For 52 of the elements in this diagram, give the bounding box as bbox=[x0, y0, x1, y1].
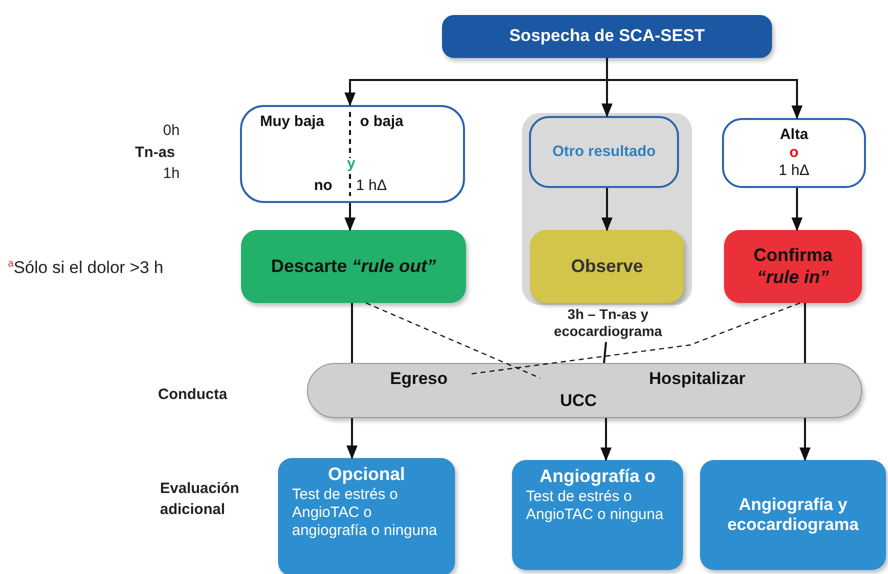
node-label: Hospitalizar bbox=[649, 369, 746, 389]
node-label: 3h – Tn-as y ecocardiograma bbox=[552, 306, 664, 340]
node-body-text: Test de estrés o AngioTAC o angiografía o ninguna bbox=[291, 486, 438, 540]
decision-box bbox=[529, 116, 679, 188]
connector-line bbox=[366, 302, 540, 379]
node-body-text: o bbox=[789, 144, 799, 162]
node-label: Muy baja bbox=[260, 113, 324, 130]
arrow bbox=[344, 203, 356, 232]
node-body-text: 1 hΔ bbox=[778, 162, 810, 180]
process-box bbox=[724, 230, 862, 303]
decision-box bbox=[240, 105, 465, 203]
node-label: 1 hΔ bbox=[356, 177, 387, 194]
side-label: $^{a}$Sólo si el dolor >3 h bbox=[8, 257, 164, 279]
node-label: no bbox=[314, 177, 332, 194]
process-box bbox=[530, 230, 684, 303]
node-label: y bbox=[347, 155, 356, 172]
connector-line bbox=[470, 302, 800, 375]
node-label: Egreso bbox=[390, 369, 448, 389]
node-label: o baja bbox=[360, 113, 404, 130]
side-label: Tn-as bbox=[135, 143, 176, 163]
result-box bbox=[512, 460, 683, 570]
node-label: Observe bbox=[570, 256, 644, 278]
arrow bbox=[799, 418, 811, 462]
node-label: Angiografía o bbox=[540, 466, 656, 488]
connector-line bbox=[804, 303, 806, 363]
arrow bbox=[346, 418, 358, 460]
side-label: Conducta bbox=[158, 385, 228, 405]
arrow bbox=[791, 188, 803, 232]
node-label: Opcional bbox=[328, 464, 405, 486]
node-label: Otro resultado bbox=[552, 143, 656, 161]
node-label: Sospecha de SCA-SEST bbox=[509, 26, 705, 47]
side-label: 1h bbox=[163, 164, 180, 184]
arrow bbox=[606, 58, 803, 120]
node-label: Alta bbox=[780, 126, 808, 144]
process-box bbox=[241, 230, 466, 303]
result-box bbox=[278, 458, 455, 574]
result-box bbox=[700, 460, 886, 570]
node-label: Confirma “rule in” bbox=[752, 244, 834, 288]
start-box bbox=[442, 15, 772, 58]
connector-line bbox=[351, 303, 353, 363]
group-panel bbox=[522, 113, 692, 305]
connector-line bbox=[603, 342, 607, 364]
arrow bbox=[600, 418, 612, 462]
node-body-text: Test de estrés o AngioTAC o ninguna bbox=[525, 488, 664, 524]
node-label: Angiografía y ecocardiograma bbox=[726, 494, 860, 536]
action-band bbox=[307, 363, 862, 418]
node-label: UCC bbox=[560, 391, 597, 411]
node-label: Descarte “rule out” bbox=[270, 256, 436, 278]
side-label: Evaluación adicional bbox=[160, 479, 240, 520]
arrow bbox=[601, 188, 613, 232]
decision-box bbox=[722, 118, 866, 188]
side-label: 0h bbox=[163, 121, 180, 141]
